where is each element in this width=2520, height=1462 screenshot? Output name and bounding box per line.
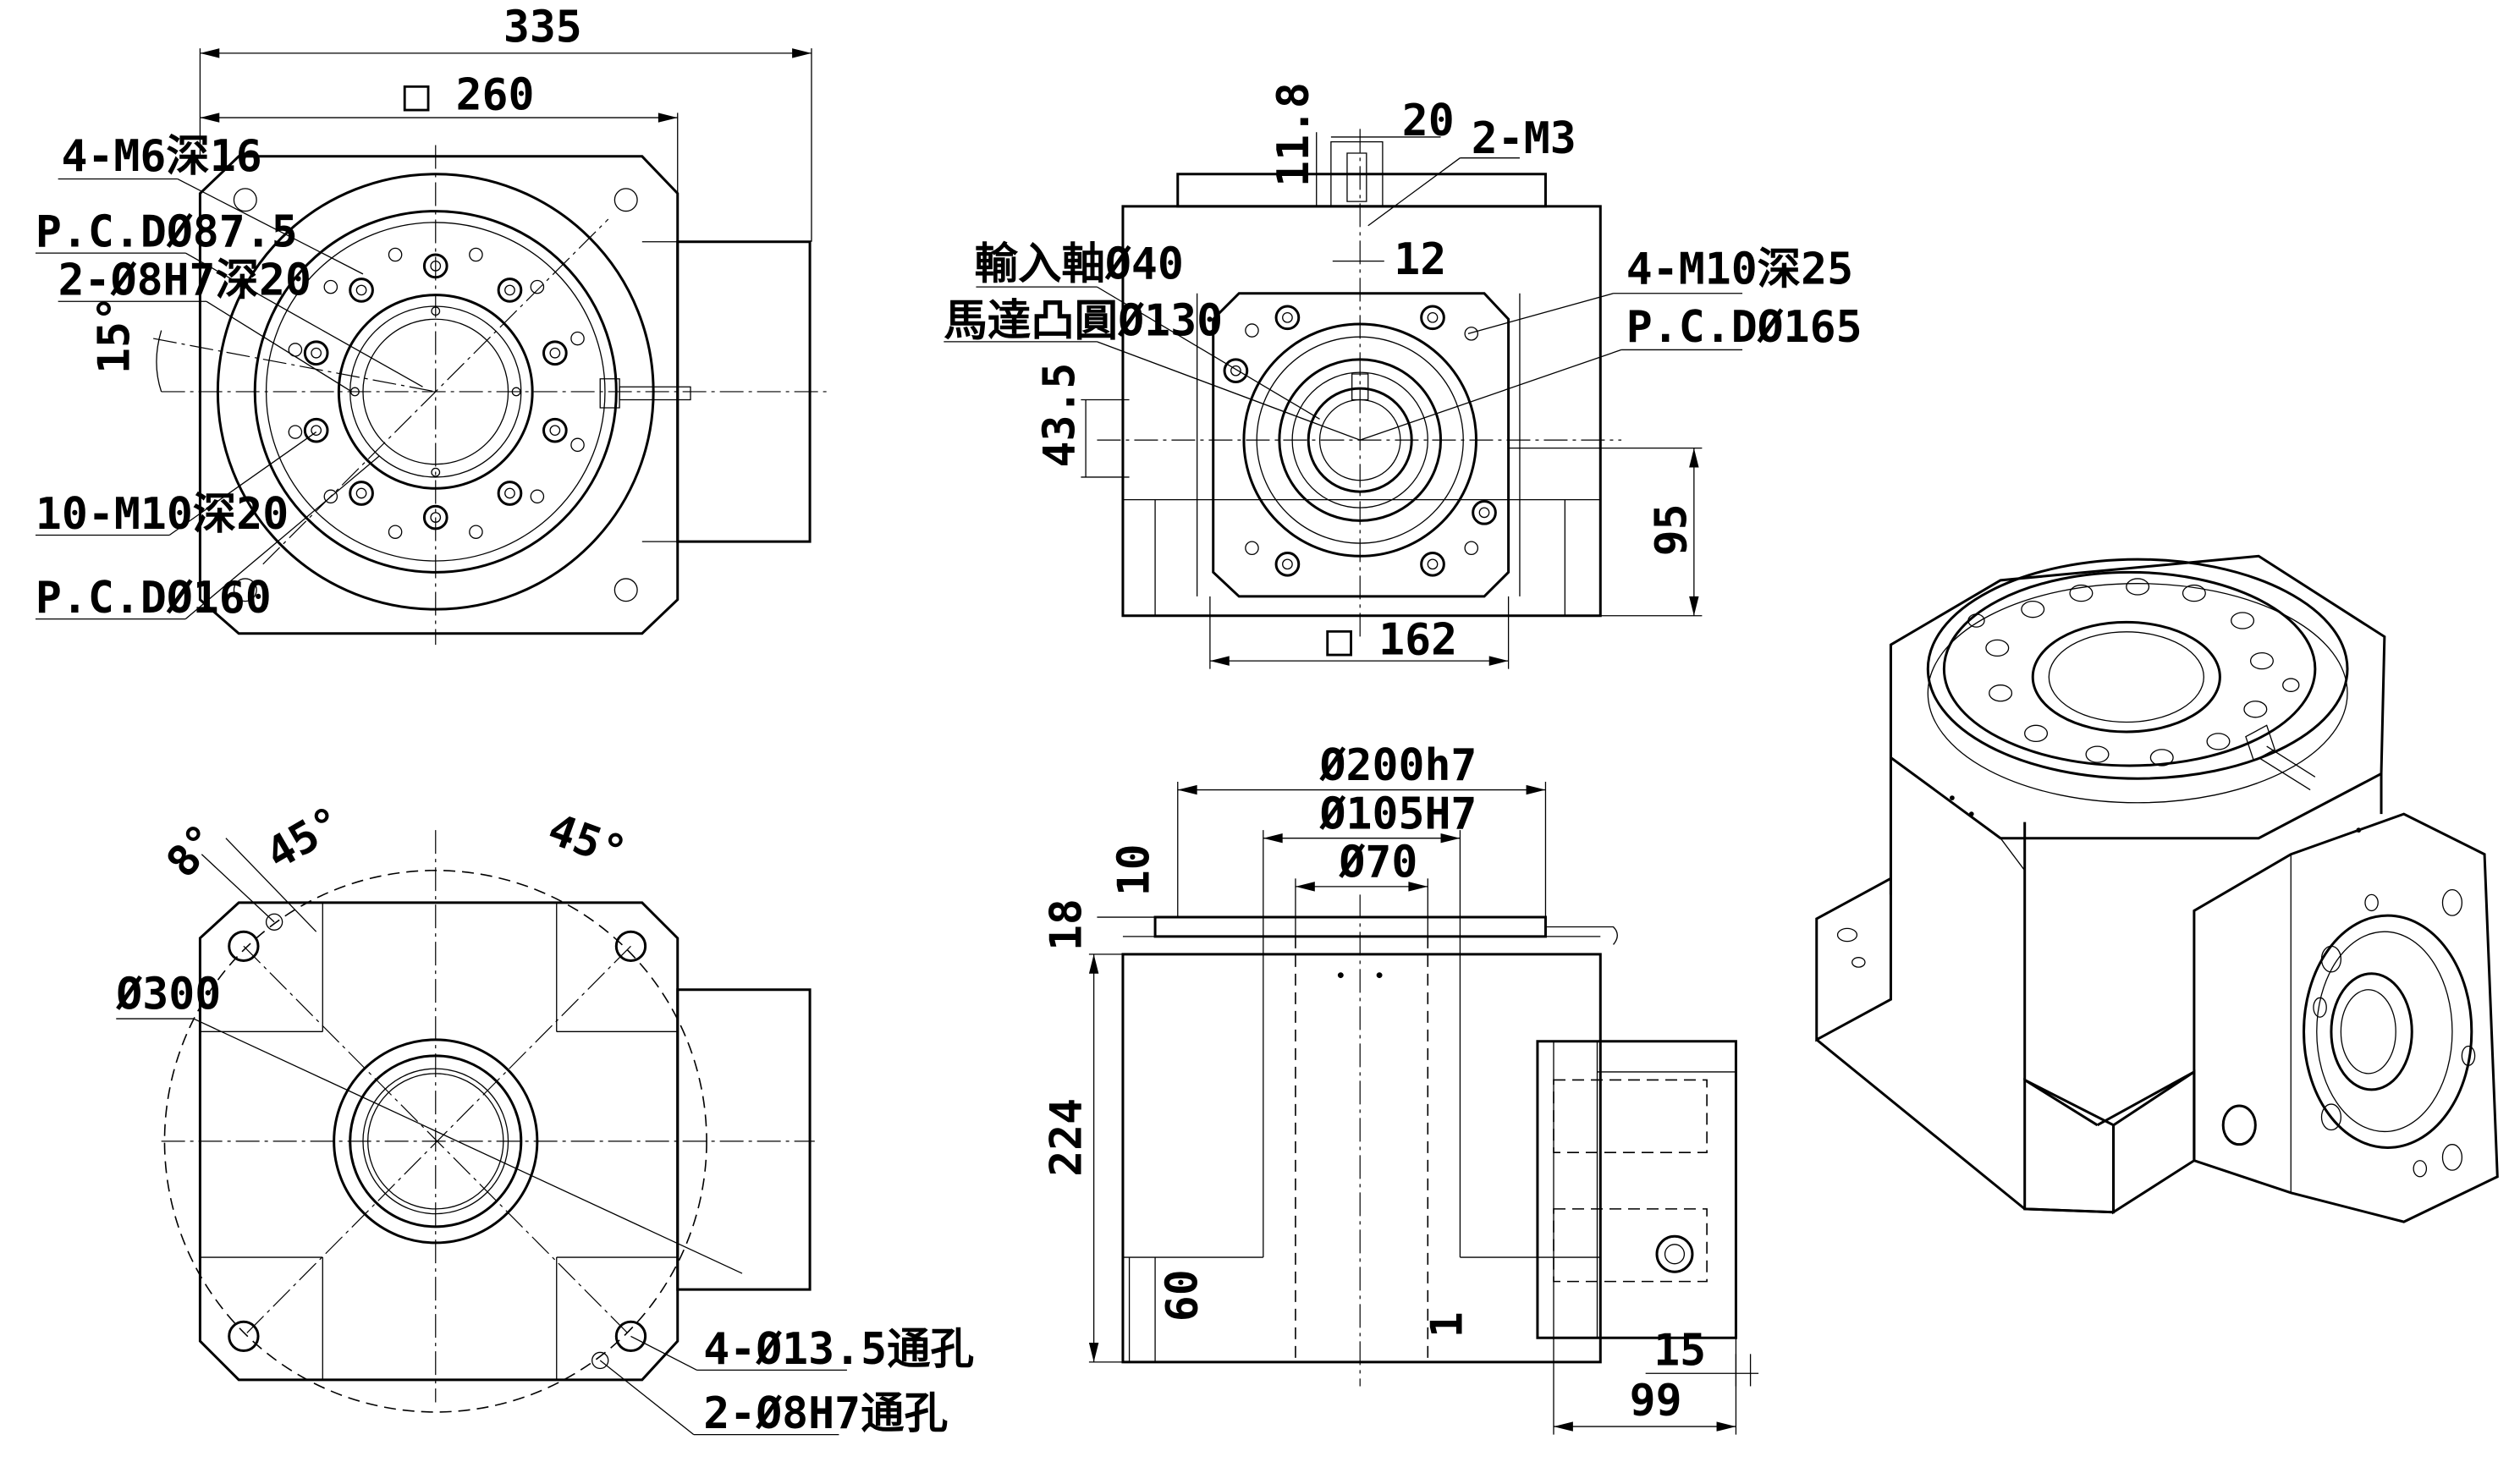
label-input-shaft: 輸入軸Ø40 [975, 239, 1184, 290]
dim-99: 99 [1630, 1376, 1682, 1426]
isometric-view [1817, 556, 2498, 1222]
bottom-view-input-housing [678, 990, 810, 1289]
front-view-square-flange [1213, 294, 1509, 596]
angle-45-a: 45° [257, 797, 350, 880]
dim-dia-105: Ø105H7 [1319, 789, 1477, 839]
dim-dia-70: Ø70 [1338, 837, 1417, 888]
label-4-thru-13-5: 4-Ø13.5通孔 [703, 1324, 974, 1375]
iso-base-top [1890, 556, 2384, 838]
dim-18: 18 [1041, 899, 1092, 951]
dim-95: 95 [1646, 503, 1697, 556]
front-view-body [1123, 206, 1600, 616]
dim-15: 15 [1653, 1326, 1706, 1377]
label-pcd-165: P.C.DØ165 [1626, 302, 1862, 353]
side-section-view: Ø200h7 Ø105H7 Ø70 10 18 224 60 1 15 99 [1041, 740, 1758, 1434]
label-10-m10: 10-M10深20 [36, 489, 289, 540]
dim-12: 12 [1394, 234, 1446, 285]
dim-10: 10 [1109, 844, 1159, 896]
dim-335: 335 [503, 3, 582, 53]
label-angle-15: 15° [90, 295, 140, 374]
dim-square-260: □ 260 [404, 70, 535, 121]
label-2-m3: 2-M3 [1472, 113, 1576, 164]
label-dia-300: Ø300 [115, 970, 221, 1020]
dim-11-8: 11.8 [1268, 82, 1319, 187]
label-2-pin-8h7: 2-Ø8H7深20 [58, 256, 311, 306]
label-4-m6: 4-M6深16 [61, 131, 261, 182]
iso-table-holes [1968, 579, 2299, 766]
label-4-m10-25: 4-M10深25 [1626, 244, 1853, 294]
dim-1: 1 [1422, 1311, 1472, 1338]
front-input-view: 20 11.8 2-M3 12 輸入軸Ø40 馬達凸圓Ø130 4-M10深25… [944, 82, 1862, 668]
bottom-view: 8° 45° 45° Ø300 4-Ø13.5通孔 2-Ø8H7通孔 [115, 797, 974, 1439]
top-view: 335 □ 260 4-M6深16 P.C.DØ87.5 2-Ø8H7深20 1… [36, 3, 831, 646]
side-view-body [1123, 954, 1600, 1362]
label-pcd-160: P.C.DØ160 [36, 573, 272, 624]
side-view-motor-adapter [1538, 1042, 1736, 1338]
angle-8: 8° [157, 815, 229, 888]
dim-20: 20 [1402, 96, 1455, 146]
dim-224: 224 [1041, 1098, 1092, 1177]
bottom-view-base-outline [200, 903, 677, 1380]
top-view-base-outline [200, 157, 677, 634]
dim-square-162: □ 162 [1326, 615, 1457, 666]
iso-motor-adapter [2194, 814, 2497, 1222]
dim-43-5: 43.5 [1035, 363, 1086, 468]
label-pcd-87-5: P.C.DØ87.5 [36, 207, 298, 258]
angle-45-b: 45° [542, 804, 633, 878]
dim-dia-200: Ø200h7 [1319, 740, 1477, 791]
dim-60: 60 [1158, 1269, 1208, 1322]
label-motor-boss: 馬達凸圓Ø130 [944, 295, 1223, 346]
label-2-pin-thru: 2-Ø8H7通孔 [703, 1388, 948, 1439]
iso-rotary-table [1928, 559, 2347, 778]
